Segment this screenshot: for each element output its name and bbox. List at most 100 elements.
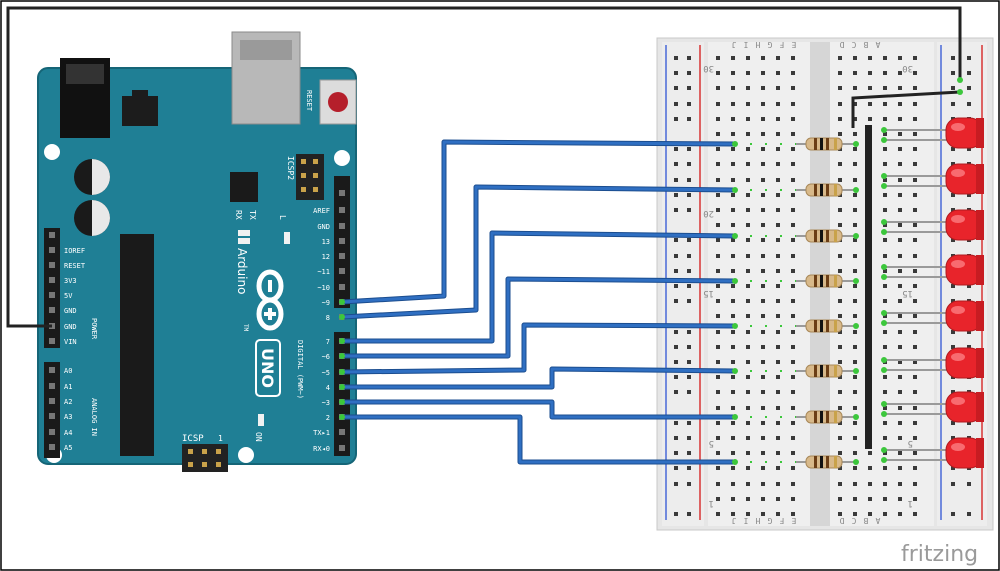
digital-pin-label: ~10	[317, 284, 330, 292]
breadboard-hole	[761, 360, 765, 364]
mounting-hole	[334, 150, 350, 166]
breadboard-hole	[838, 56, 842, 60]
breadboard-hole	[913, 162, 917, 166]
breadboard-hole	[838, 390, 842, 394]
column-letter: F	[779, 40, 784, 49]
column-letter: F	[779, 516, 784, 525]
breadboard-hole	[776, 482, 780, 486]
resistor-band	[814, 275, 817, 287]
breadboard-hole	[746, 406, 750, 410]
breadboard-hole	[913, 208, 917, 212]
breadboard-hole	[776, 178, 780, 182]
breadboard-hole	[913, 223, 917, 227]
breadboard-hole	[951, 162, 955, 166]
breadboard-hole	[951, 284, 955, 288]
breadboard-hole	[951, 147, 955, 151]
breadboard-hole	[791, 193, 795, 197]
breadboard-hole	[951, 102, 955, 106]
breadboard-hole	[898, 238, 902, 242]
breadboard-hole	[687, 482, 691, 486]
breadboard-hole	[687, 193, 691, 197]
breadboard-hole	[746, 466, 750, 470]
column-letter: D	[839, 40, 844, 49]
breadboard-hole	[791, 406, 795, 410]
breadboard-hole	[791, 238, 795, 242]
fritzing-watermark: fritzing	[901, 542, 978, 567]
breadboard-hole	[898, 482, 902, 486]
breadboard-hole	[838, 162, 842, 166]
breadboard-hole	[776, 436, 780, 440]
breadboard-hole	[674, 71, 678, 75]
breadboard-hole	[746, 375, 750, 379]
breadboard-hole	[761, 375, 765, 379]
breadboard-hole	[731, 208, 735, 212]
header-pin	[339, 207, 345, 213]
resistor-band	[814, 365, 817, 377]
breadboard-hole	[913, 238, 917, 242]
breadboard-hole	[898, 330, 902, 334]
resistor-band	[826, 456, 829, 468]
breadboard-hole	[674, 421, 678, 425]
header-pin	[49, 398, 55, 404]
breadboard-hole	[898, 162, 902, 166]
icsp2-label: ICSP2	[286, 156, 295, 180]
analog-pin-label: A3	[64, 413, 72, 421]
breadboard-hole	[853, 178, 857, 182]
column-letter: E	[791, 516, 796, 525]
breadboard-hole	[967, 345, 971, 349]
connection-dot	[881, 367, 887, 373]
breadboard-hole	[838, 269, 842, 273]
breadboard-hole	[761, 193, 765, 197]
breadboard-hole	[731, 390, 735, 394]
breadboard-hole	[853, 132, 857, 136]
breadboard-hole	[674, 375, 678, 379]
breadboard-hole	[951, 56, 955, 60]
breadboard-hole	[746, 436, 750, 440]
breadboard-hole	[761, 497, 765, 501]
header-pin	[339, 284, 345, 290]
breadboard-hole	[913, 406, 917, 410]
connection-dot	[853, 414, 859, 420]
breadboard-hole	[776, 56, 780, 60]
header-pin	[49, 383, 55, 389]
breadboard-hole	[913, 86, 917, 90]
breadboard-hole	[674, 162, 678, 166]
signal-wire	[342, 400, 735, 419]
digital-pin-label: 7	[326, 338, 330, 346]
breadboard-hole	[883, 193, 887, 197]
breadboard-hole	[746, 299, 750, 303]
breadboard-hole	[746, 497, 750, 501]
breadboard-hole	[898, 466, 902, 470]
breadboard-hole	[746, 482, 750, 486]
header-pin	[339, 190, 345, 196]
breadboard-hole	[883, 178, 887, 182]
breadboard-hole	[791, 86, 795, 90]
breadboard-hole	[853, 360, 857, 364]
resistor-band	[814, 411, 817, 423]
breadboard-hole	[853, 223, 857, 227]
icsp-header	[182, 444, 228, 472]
reset-button-cap[interactable]	[328, 92, 348, 112]
breadboard-hole	[687, 466, 691, 470]
breadboard-hole	[746, 269, 750, 273]
breadboard-hole	[776, 238, 780, 242]
breadboard-hole	[716, 360, 720, 364]
breadboard-hole	[967, 330, 971, 334]
breadboard-hole	[776, 284, 780, 288]
breadboard-hole	[967, 71, 971, 75]
breadboard-hole	[913, 345, 917, 349]
breadboard-hole	[791, 284, 795, 288]
reset-label: RESET	[305, 90, 313, 112]
breadboard-hole	[746, 284, 750, 288]
connection-dot	[853, 278, 859, 284]
digital-pin-label: TX▸1	[313, 429, 330, 437]
breadboard-hole	[883, 284, 887, 288]
column-letter: I	[743, 516, 748, 525]
breadboard-hole	[674, 330, 678, 334]
digital-header-bottom	[334, 332, 350, 456]
breadboard-hole	[883, 56, 887, 60]
breadboard-hole	[746, 193, 750, 197]
breadboard-hole	[838, 330, 842, 334]
